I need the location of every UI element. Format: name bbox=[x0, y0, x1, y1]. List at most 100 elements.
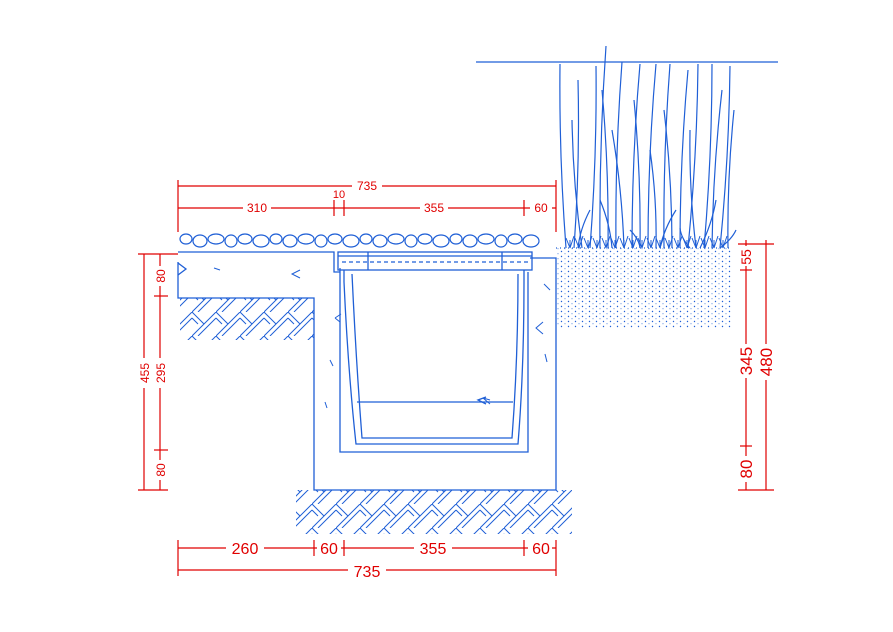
grass-stem bbox=[699, 199, 717, 249]
pebble bbox=[359, 233, 373, 245]
water-mark bbox=[476, 396, 487, 405]
dim-top-total: 735 bbox=[357, 179, 377, 193]
pebble bbox=[179, 233, 193, 245]
pebble bbox=[327, 233, 343, 245]
pebble bbox=[477, 233, 495, 245]
grass-stem bbox=[599, 199, 613, 249]
grass-tuft bbox=[574, 235, 584, 249]
planting-soil bbox=[556, 247, 732, 328]
dim-right-total: 480 bbox=[757, 348, 776, 376]
grass-stem bbox=[589, 65, 597, 249]
pebble bbox=[224, 234, 238, 248]
pebble bbox=[494, 234, 508, 248]
dim-bottom-wall-left: 60 bbox=[320, 541, 338, 558]
grass-stem bbox=[703, 63, 713, 249]
earth-hatch-bottom bbox=[296, 490, 572, 534]
pebble bbox=[387, 233, 405, 245]
grass-stem bbox=[573, 79, 580, 249]
dim-left-bottom: 80 bbox=[154, 463, 168, 477]
dim-bottom-total: 735 bbox=[354, 564, 381, 581]
grass-tuft bbox=[601, 235, 611, 249]
dim-top-grate: 355 bbox=[424, 201, 444, 215]
grass-stem bbox=[577, 209, 591, 249]
grass-tuft bbox=[673, 235, 683, 249]
pebble bbox=[507, 233, 523, 245]
grass-tuft bbox=[700, 235, 710, 249]
pebble bbox=[372, 234, 388, 248]
pebble bbox=[192, 234, 208, 248]
dim-bottom-left: 260 bbox=[232, 541, 259, 558]
grass-stem bbox=[727, 109, 735, 249]
dim-bottom-channel: 355 bbox=[420, 541, 447, 558]
pebble bbox=[522, 234, 540, 248]
grass-tuft bbox=[628, 235, 638, 249]
concrete-outline bbox=[177, 251, 557, 491]
earth-hatch-left bbox=[180, 298, 314, 340]
grass-tuft bbox=[592, 235, 602, 249]
dim-left-top: 80 bbox=[154, 269, 168, 283]
grass-stem bbox=[663, 109, 673, 249]
top-dimensions: 735 310 10 355 60 bbox=[177, 178, 557, 232]
pebble bbox=[462, 234, 478, 248]
pebble bbox=[297, 233, 315, 245]
dim-left-middle: 295 bbox=[154, 363, 168, 383]
grass-tuft bbox=[637, 235, 647, 249]
grass-tuft bbox=[583, 235, 593, 249]
pebble bbox=[237, 233, 253, 245]
grass-tuft bbox=[610, 235, 620, 249]
grass-stem bbox=[719, 65, 731, 249]
grass-stem bbox=[663, 63, 671, 249]
grass-stem bbox=[711, 89, 723, 249]
compacted-earth bbox=[180, 298, 572, 534]
pebble bbox=[342, 234, 360, 248]
grass-tuft bbox=[646, 235, 656, 249]
dim-right-bottom: 80 bbox=[737, 460, 756, 479]
grass-stem bbox=[601, 89, 609, 249]
pebble bbox=[404, 234, 418, 248]
grass-stem bbox=[647, 63, 657, 249]
grass-tuft bbox=[664, 235, 674, 249]
pebble bbox=[252, 234, 270, 248]
pebble bbox=[207, 233, 225, 245]
dim-top-gap: 10 bbox=[333, 189, 345, 201]
grass-stem bbox=[631, 63, 641, 249]
dim-left-total: 455 bbox=[138, 363, 152, 383]
grass-tuft bbox=[619, 235, 629, 249]
grass-stem bbox=[615, 61, 623, 249]
pebble bbox=[314, 234, 328, 248]
grass-stem bbox=[611, 129, 625, 249]
grass-stem bbox=[599, 45, 607, 249]
drain-channel bbox=[343, 270, 525, 445]
grass-tuft bbox=[709, 235, 719, 249]
grass-tuft bbox=[718, 235, 728, 249]
concrete-base bbox=[177, 251, 557, 491]
grass-tuft bbox=[565, 235, 575, 249]
channel-outer bbox=[343, 270, 525, 445]
grass-stem bbox=[687, 63, 699, 249]
channel-cavity bbox=[333, 268, 529, 453]
dim-right-middle: 345 bbox=[737, 347, 756, 375]
drain-grate bbox=[337, 251, 533, 271]
dim-top-right: 60 bbox=[534, 201, 548, 215]
left-dimensions: 455 80 295 80 bbox=[136, 253, 178, 491]
pebble bbox=[449, 233, 463, 245]
dim-top-left: 310 bbox=[247, 201, 267, 215]
grass-tuft bbox=[691, 235, 701, 249]
pebble bbox=[269, 233, 283, 245]
grass-stem bbox=[679, 69, 689, 249]
dim-right-top: 55 bbox=[738, 249, 754, 265]
right-dimensions: 55 345 80 480 bbox=[736, 240, 776, 491]
grass-stem bbox=[649, 149, 657, 249]
grass-stem bbox=[633, 99, 641, 249]
grass-planting bbox=[476, 45, 778, 249]
soil-dots bbox=[556, 248, 732, 328]
pebble bbox=[282, 234, 298, 248]
break-line bbox=[177, 262, 188, 276]
grass-stem bbox=[559, 63, 567, 249]
dim-bottom-wall-right: 60 bbox=[532, 541, 550, 558]
pebble bbox=[417, 233, 433, 245]
grass-tuft bbox=[655, 235, 665, 249]
grass-stem bbox=[689, 129, 697, 249]
pebble bbox=[432, 234, 450, 248]
